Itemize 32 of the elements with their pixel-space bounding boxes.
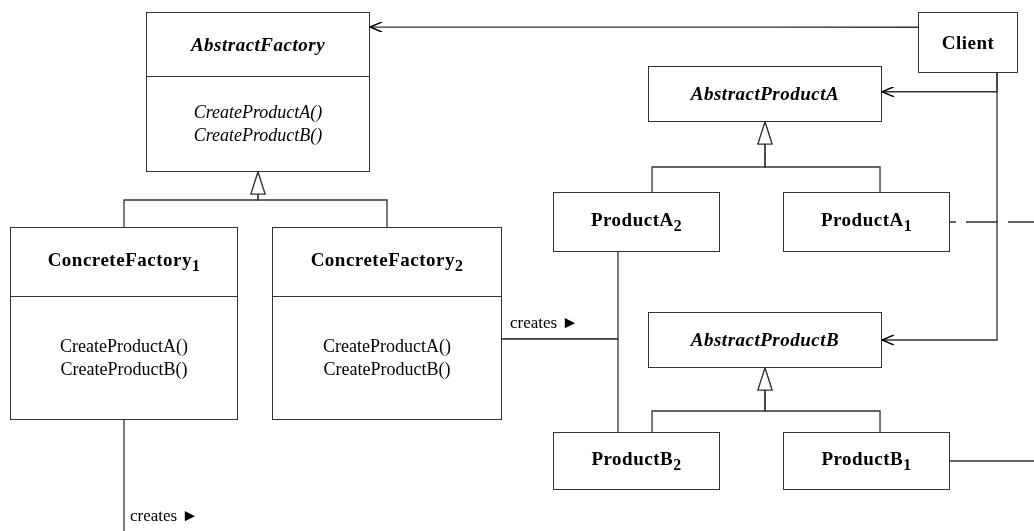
class-box: [10, 227, 238, 420]
class-box: [146, 12, 370, 172]
class-name: AbstractFactory: [190, 33, 326, 56]
class-name: ProductB$_{2}$: [591, 448, 682, 474]
class-name: ProductB$_{1}$: [821, 448, 912, 474]
inheritance-arrow: [250, 171, 388, 228]
connector-line: [949, 221, 1034, 223]
class-box: [648, 312, 882, 368]
connector-line: [123, 419, 125, 531]
class-name: ProductA$_{2}$: [590, 209, 683, 235]
class-name: ProductA$_{1}$: [820, 209, 913, 235]
class-name: Client: [941, 31, 995, 54]
class-name: AbstractProductA: [690, 83, 840, 105]
class-box: [783, 432, 950, 490]
inheritance-arrow: [757, 367, 881, 433]
association-arrow: [369, 21, 919, 33]
association-line: [501, 338, 619, 433]
class-box: [918, 12, 1018, 73]
association-arrow: [881, 72, 998, 346]
class-box: [272, 227, 502, 420]
class-name: ConcreteFactory$_{2}$: [310, 249, 464, 275]
class-name: AbstractProductB: [690, 329, 840, 351]
method-list: CreateProductA() CreateProductB(): [279, 335, 495, 381]
method-list: CreateProductA() CreateProductB(): [153, 101, 363, 147]
class-name: ConcreteFactory$_{1}$: [47, 249, 201, 275]
class-box: [553, 192, 720, 252]
inheritance-arrow: [757, 121, 881, 193]
class-box: [783, 192, 950, 252]
method-list: CreateProductA() CreateProductB(): [17, 335, 231, 381]
connector-line: [949, 460, 1034, 462]
class-box: [553, 432, 720, 490]
class-box: [648, 66, 882, 122]
